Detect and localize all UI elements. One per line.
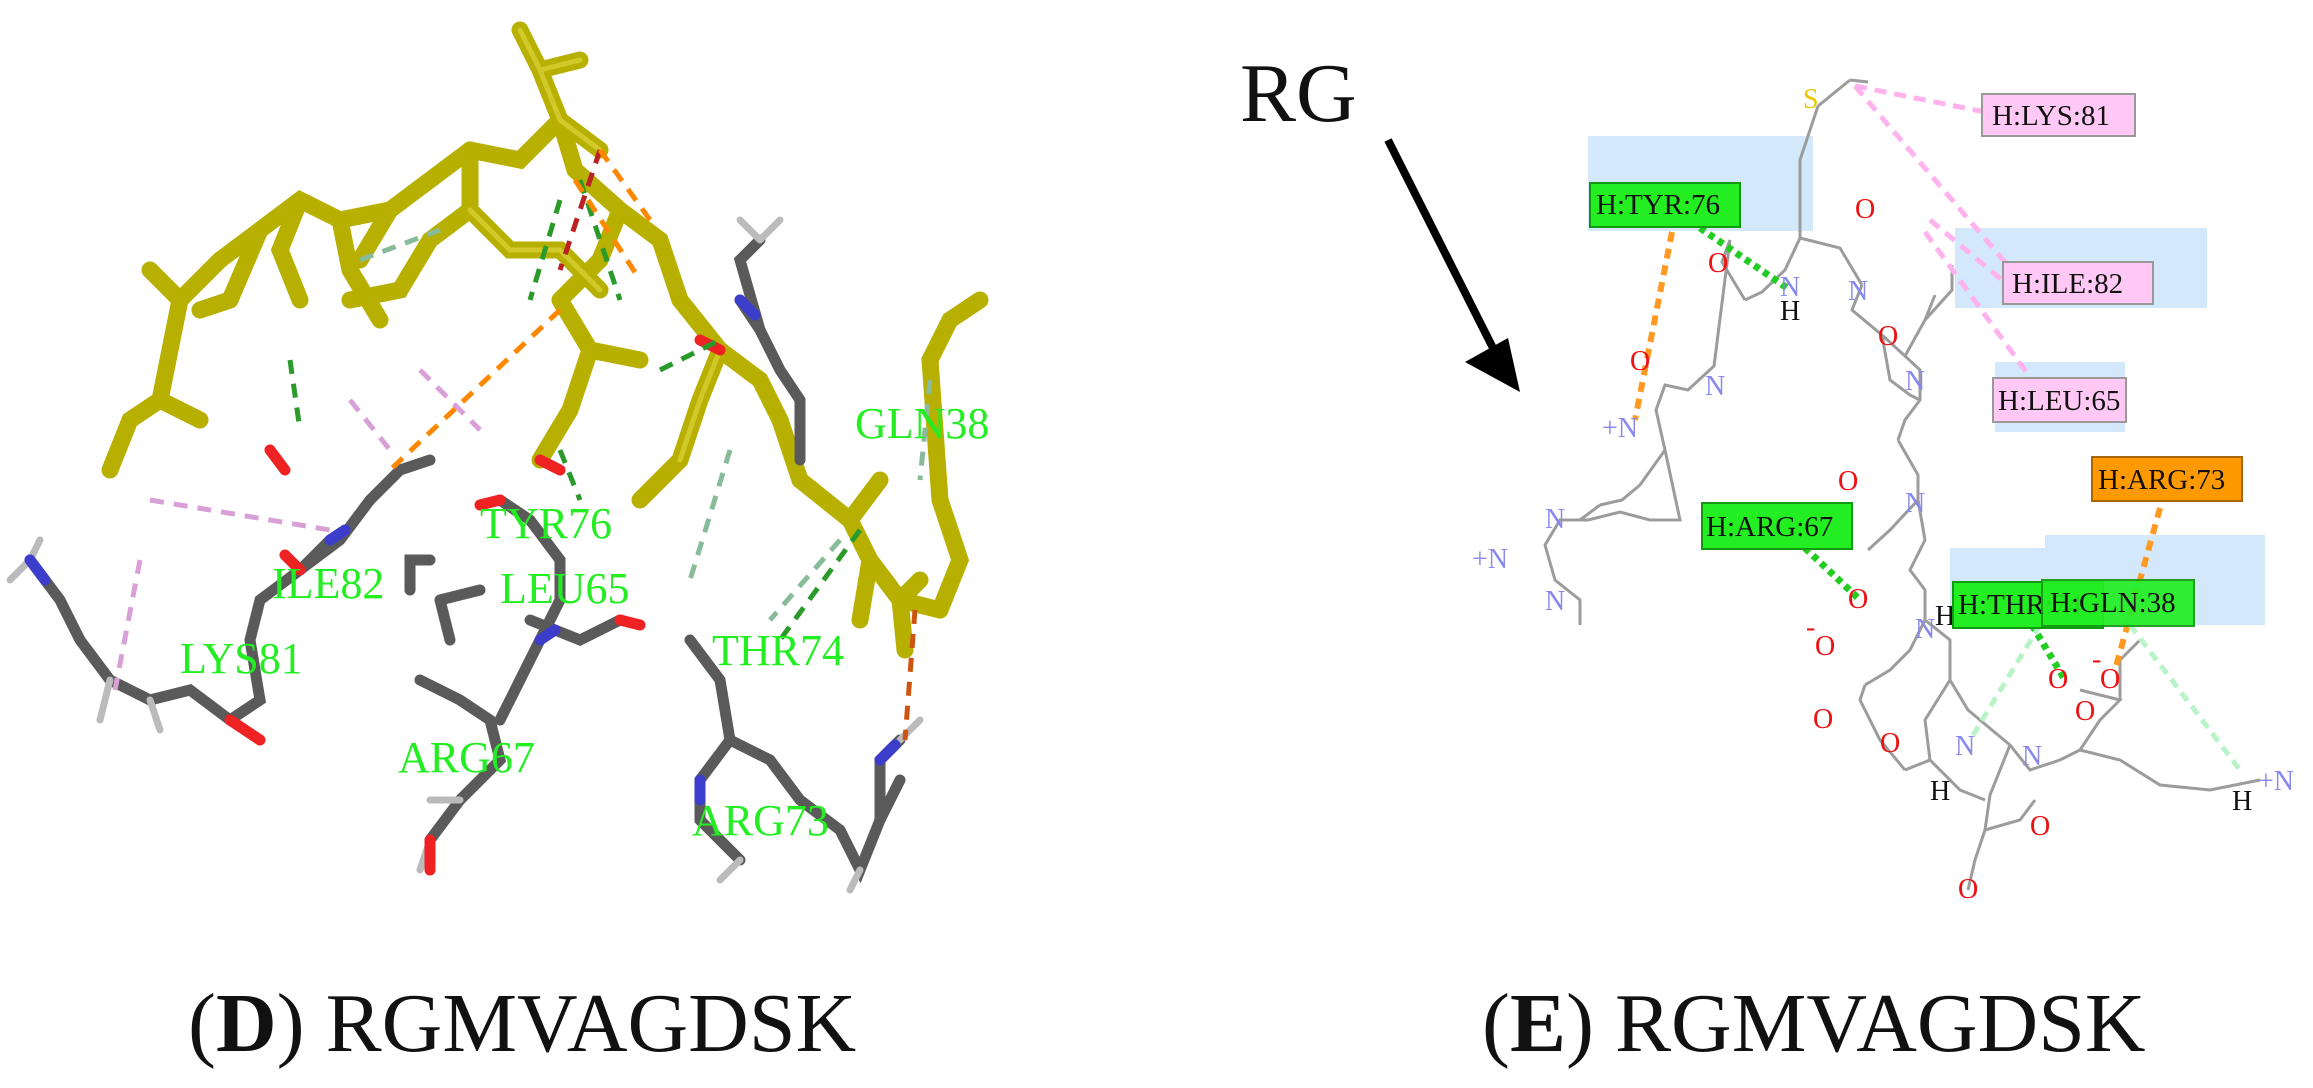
atom-o-5: O <box>1630 346 1650 377</box>
atom-n-4: N <box>1905 488 1925 519</box>
box-lys81-text: H:LYS:81 <box>1992 100 2110 132</box>
atom-h-3: H <box>1930 776 1950 807</box>
label-ile82: ILE82 <box>272 559 384 608</box>
atom-o-7: O <box>1813 704 1833 735</box>
box-ile82: H:ILE:82 <box>2002 261 2154 305</box>
atom-n-5: N <box>1705 371 1725 402</box>
box-arg73: H:ARG:73 <box>2091 456 2243 502</box>
atom-o-minus-1: O <box>1815 631 1835 662</box>
atom-o-2: O <box>1855 194 1875 225</box>
atom-h-2: H <box>1935 601 1955 632</box>
panel-d-3d-model: GLN38 TYR76 LEU65 ILE82 LYS81 THR74 ARG6… <box>6 21 989 894</box>
atom-h-4: H <box>2232 786 2252 817</box>
label-thr74: THR74 <box>712 626 844 675</box>
atom-h-1: H <box>1780 296 1800 327</box>
label-gln38: GLN38 <box>855 399 989 448</box>
rg-arrow <box>1384 138 1520 392</box>
ligand-highlights <box>467 27 723 463</box>
panel-e-2d-diagram: S N H O O N O N O N O N +N N +N N O N H … <box>1472 78 2294 900</box>
box-lys81: H:LYS:81 <box>1981 93 2136 137</box>
rg-arrow-head <box>1465 338 1520 392</box>
atom-n-3: N <box>1905 366 1925 397</box>
atom-nh-plus: +N <box>1602 413 1638 444</box>
atom-o-9: O <box>2030 811 2050 842</box>
box-leu65: H:LEU:65 <box>1992 377 2127 423</box>
box-ile82-text: H:ILE:82 <box>2012 268 2123 300</box>
atom-o-minus-2: O <box>2100 664 2120 695</box>
atom-o-1: O <box>1708 248 1728 279</box>
caption-e-text: RGMVAGDSK <box>1615 977 2146 1070</box>
box-arg73-text: H:ARG:73 <box>2098 464 2225 496</box>
atom-o-12: O <box>2075 696 2095 727</box>
label-arg73: ARG73 <box>692 796 829 845</box>
atom-labels: S N H O O N O N O N O N +N N +N N O N H … <box>1472 84 2294 900</box>
atom-n-2: N <box>1848 276 1868 307</box>
atom-o-11: O <box>2048 664 2068 695</box>
atom-n-1: N <box>1780 272 1800 303</box>
box-gln38: H:GLN:38 <box>2041 579 2195 627</box>
box-arg67: H:ARG:67 <box>1701 502 1853 550</box>
atom-o-4: O <box>1838 466 1858 497</box>
atom-n-guan-2: N <box>1545 586 1565 617</box>
residue-labels: GLN38 TYR76 LEU65 ILE82 LYS81 THR74 ARG6… <box>180 399 989 845</box>
atom-o-8: O <box>1880 728 1900 759</box>
interaction-lines <box>1632 83 2242 772</box>
rg-arrow-shaft <box>1384 138 1499 354</box>
caption-e-letter: E <box>1509 977 1567 1070</box>
caption-d-letter: D <box>215 977 277 1070</box>
caption-d-text: RGMVAGDSK <box>325 977 857 1070</box>
label-leu65: LEU65 <box>500 564 630 613</box>
atom-o-10: O <box>1958 874 1978 900</box>
box-arg67-text: H:ARG:67 <box>1706 511 1833 543</box>
oxygen-atoms <box>224 334 726 876</box>
label-tyr76: TYR76 <box>480 499 612 548</box>
skeleton-bonds <box>1543 78 2261 891</box>
atom-o-3: O <box>1878 321 1898 352</box>
atom-o-6: O <box>1848 584 1868 615</box>
caption-panel-e: (E) RGMVAGDSK <box>1482 977 2146 1070</box>
atom-n-plus-guan: +N <box>1472 544 1508 575</box>
caption-panel-d: (D) RGMVAGDSK <box>188 977 857 1070</box>
residue-boxes: H:LYS:81 H:TYR:76 H:ILE:82 H:LEU:65 H:AR… <box>1589 93 2243 629</box>
nitrogen-atoms <box>24 294 901 806</box>
interaction-dashes <box>112 148 933 741</box>
label-lys81: LYS81 <box>180 634 303 683</box>
rg-pointer-label: RG <box>1240 47 1357 140</box>
box-gln38-text: H:GLN:38 <box>2050 587 2176 619</box>
atom-minus-1: - <box>1806 612 1815 643</box>
atom-n-7: N <box>1955 731 1975 762</box>
label-arg67: ARG67 <box>398 733 535 782</box>
atom-nh-plus-2: +N <box>2258 766 2294 797</box>
atom-n-8: N <box>2022 741 2042 772</box>
ligand-sticks <box>101 21 989 659</box>
atom-n-guan: N <box>1545 504 1565 535</box>
atom-sulfur: S <box>1803 84 1819 115</box>
atom-minus-2: - <box>2092 644 2101 675</box>
box-tyr76-text: H:TYR:76 <box>1596 189 1720 221</box>
box-tyr76: H:TYR:76 <box>1589 182 1741 228</box>
atom-n-6: N <box>1915 614 1935 645</box>
box-leu65-text: H:LEU:65 <box>1998 385 2120 417</box>
